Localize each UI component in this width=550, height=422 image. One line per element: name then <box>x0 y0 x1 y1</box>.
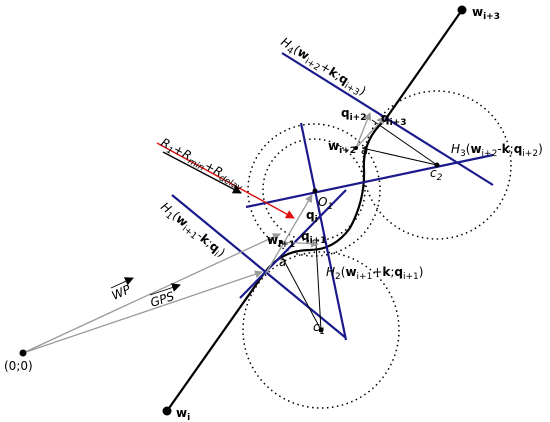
label-q-i1: qi+1 <box>301 229 326 246</box>
plane-h1 <box>171 194 347 339</box>
planes <box>171 52 494 341</box>
circle-c1 <box>242 251 400 409</box>
vector-wp <box>22 233 281 354</box>
vector-qi2 <box>355 112 372 149</box>
label-a1: a <box>279 255 286 269</box>
overline-wp <box>110 277 134 289</box>
path-segment-2 <box>384 9 463 121</box>
label-a2: a <box>361 143 368 157</box>
line-q-c1 <box>315 242 322 331</box>
label-w-i1: wi+1 <box>267 233 295 250</box>
point-w-i1 <box>279 240 283 244</box>
radius-lines <box>280 119 438 331</box>
path-arc-2 <box>349 119 386 229</box>
label-q-i2: qi+2 <box>341 106 366 123</box>
label-c2: c2 <box>430 166 443 183</box>
plane-h2 <box>299 122 348 341</box>
label-radius: R1+Rmin+Rdelay <box>157 135 247 194</box>
label-w-i3: wi+3 <box>472 5 500 22</box>
vector-qi3 <box>355 116 386 149</box>
point-w-i3 <box>457 5 467 15</box>
path-segment-1 <box>166 271 266 412</box>
point-origin <box>19 349 27 357</box>
plane-h1-lower <box>239 189 347 299</box>
vector-qi1 <box>280 239 319 248</box>
label-w-i: wi <box>176 406 190 422</box>
label-h2: H2(wi+1+k;qi+1) <box>326 265 423 282</box>
label-w-i2: wi+2 <box>328 139 356 156</box>
radius-arrow-black <box>162 151 242 194</box>
radius-arrow-red <box>156 142 295 219</box>
point-w-i <box>162 406 172 416</box>
label-q-i: qi <box>306 208 318 225</box>
circle-o1-outer <box>247 123 381 257</box>
label-wp: WP <box>110 282 134 303</box>
circle-c2 <box>362 90 512 240</box>
points <box>19 5 467 416</box>
point-w-i2 <box>354 146 358 150</box>
plane-h4 <box>281 52 494 186</box>
label-q-i3: qi+3 <box>381 111 406 128</box>
point-c2 <box>434 162 440 168</box>
labels: wi wi+3 (0;0) O1 c1 c2 a a wi+1 wi+2 qi … <box>4 5 543 422</box>
circles <box>242 90 512 409</box>
point-o1 <box>312 188 318 194</box>
label-o1: O1 <box>318 195 333 212</box>
vector-gps <box>22 270 263 354</box>
circle-o1-inner <box>262 138 366 242</box>
label-c1: c1 <box>313 320 325 337</box>
label-gps: GPS <box>149 289 177 310</box>
line-a1-c1 <box>280 254 322 331</box>
label-h1: H1(wi+1-k;qi) <box>156 199 228 262</box>
vector-qi <box>265 194 313 274</box>
label-h3: H3(wi+2-k;qi+2) <box>451 142 543 159</box>
overline-gps <box>149 283 181 296</box>
line-w2-c2 <box>371 119 438 166</box>
line-a2-c2 <box>361 147 438 166</box>
label-h4: H4(wi+2+k;qi+3) <box>277 35 369 101</box>
vectors <box>22 112 386 354</box>
plane-h3 <box>245 153 494 209</box>
point-c1 <box>318 327 324 333</box>
label-origin: (0;0) <box>4 359 33 373</box>
